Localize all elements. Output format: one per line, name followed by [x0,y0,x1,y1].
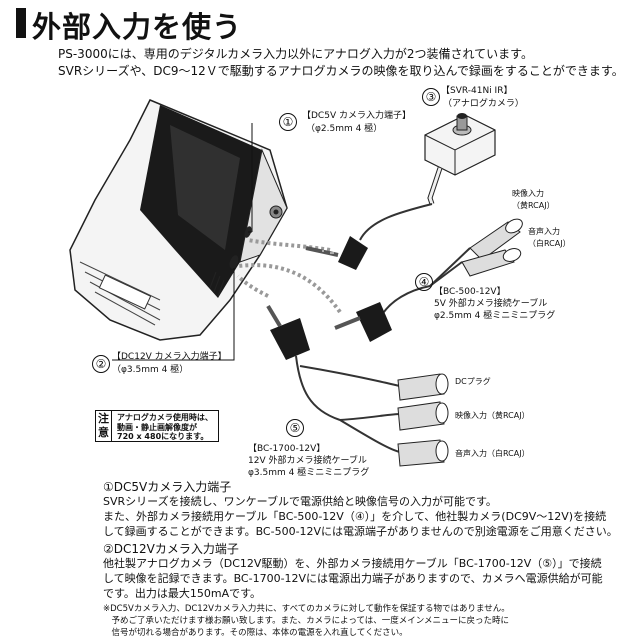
callout-number-2: ② [92,355,110,373]
bc1700-audio-label: 音声入力（白RCAJ） [455,449,530,458]
footnote-line-2: 予めご了承いただけます様お願い致します。また、カメラによっては、一度メインメニュ… [103,616,510,626]
footnote-line-1: ※DC5Vカメラ入力、DC12Vカメラ入力共に、すべてのカメラに対して動作を保証… [103,604,510,614]
bc1700-dc-label: DCプラグ [455,377,491,386]
intro-line-2: SVRシリーズや、DC9～12Ｖで駆動するアナログカメラの映像を取り込んで録画を… [58,64,624,78]
callout-3-line-2: （アナログカメラ） [443,99,524,109]
connection-diagram [69,99,523,467]
callout-number-5: ⑤ [286,419,304,437]
note-text: アナログカメラ使用時は、 動画・静止画解像度が 720 x 480になります。 [117,413,213,441]
intro-line-1: PS-3000には、専用のデジタルカメラ入力以外にアナログ入力が2つ装備されてい… [58,47,533,61]
footnote-line-3: 信号が切れる場合があります。その際は、本体の電源を入れ直してください。 [103,628,408,638]
callout-number-1: ① [279,113,297,131]
callout-number-4: ④ [415,273,433,291]
section-1-line-2: また、外部カメラ接続用ケーブル「BC-500-12V（④）」を介して、他社製カメ… [103,510,607,523]
bc500-video-label: 映像入力 （黄RCAJ） [512,189,555,210]
bc1700-video-label: 映像入力（黄RCAJ） [455,411,530,420]
section-2-title: ②DC12Vカメラ入力端子 [103,542,239,556]
callout-1-line-2: （φ2.5mm 4 極） [306,124,383,134]
section-2-line-1: 他社製アナログカメラ（DC12V駆動）を、外部カメラ接続用ケーブル「BC-170… [103,557,602,570]
section-2-line-3: です。出力は最大150mAです。 [103,587,262,600]
bc500-cable-illustration [334,218,523,342]
title-marker [16,8,26,38]
callout-2-line-1: 【DC12V カメラ入力端子】 [112,352,227,362]
section-1-line-1: SVRシリーズを接続し、ワンケーブルで電源供給と映像信号の入力が可能です。 [103,495,497,508]
callout-5-line-1: 【BC-1700-12V】 [248,444,326,454]
section-2-line-2: して映像を記録できます。BC-1700-12Vには電源出力端子がありますので、カ… [103,572,603,585]
resolution-note: 注 意 アナログカメラ使用時は、 動画・静止画解像度が 720 x 480になり… [95,410,219,442]
callout-3-line-1: 【SVR-41Ni IR】 [441,86,513,96]
callout-4-line-1: 【BC-500-12V】 [434,287,506,297]
callout-5-line-3: φ3.5mm 4 極ミニミニプラグ [248,468,370,478]
callout-4-line-3: φ2.5mm 4 極ミニミニプラグ [434,311,556,321]
callout-5-line-2: 12V 外部カメラ接続ケーブル [248,456,367,466]
page-title: 外部入力を使う [32,10,243,44]
note-heading: 注 意 [96,411,112,441]
section-1-line-3: して録画することができます。BC-500-12Vには電源端子がありませんので別途… [103,525,618,538]
svr-camera-illustration [305,113,496,270]
bc500-audio-label: 音声入力 （白RCAJ） [528,227,571,248]
callout-1-line-1: 【DC5V カメラ入力端子】 [302,111,411,121]
callout-number-3: ③ [422,88,440,106]
callout-2-line-2: （φ3.5mm 4 極） [112,365,189,375]
bc1700-cable-illustration [266,304,449,467]
section-1-title: ①DC5Vカメラ入力端子 [103,480,232,494]
recorder-device-illustration [69,99,288,341]
callout-4-line-2: 5V 外部カメラ接続ケーブル [434,299,548,309]
